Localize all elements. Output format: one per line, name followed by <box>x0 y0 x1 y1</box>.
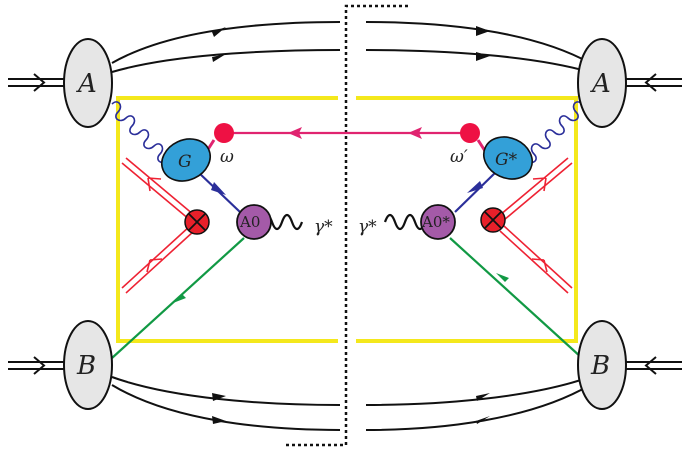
A0-conj-label: A0* <box>421 213 450 231</box>
hadron-blob-B-left: B <box>63 320 113 410</box>
omega-dot-left <box>214 123 234 143</box>
green-line-right <box>449 237 583 359</box>
omega-dot-right <box>460 123 480 143</box>
quark-line-right <box>454 169 499 213</box>
yellow-box-right <box>356 96 578 343</box>
vertex-blob-A0-conj: A0* <box>420 204 456 240</box>
photon-label-right: γ* <box>358 217 377 237</box>
A-left-label: A <box>76 69 97 99</box>
photon-label-left: γ* <box>314 217 333 237</box>
omega-prime-label: ω′ <box>450 147 468 167</box>
B-right-label: B <box>590 351 610 381</box>
spectator-lines-top <box>111 21 591 73</box>
green-arrow-left <box>173 294 186 303</box>
dotted-cut-line <box>284 4 408 447</box>
A-right-label: A <box>590 69 611 99</box>
quark-arrow-left <box>211 182 226 195</box>
hadron-A-incoming-left <box>8 73 66 92</box>
photon-line-right <box>383 213 427 231</box>
hadron-blob-A-right: A <box>577 38 627 128</box>
cross-vertex-right <box>480 207 506 233</box>
gluon-left <box>111 101 169 164</box>
yellow-box-left <box>116 96 338 343</box>
hadron-blob-A-left: A <box>63 38 113 128</box>
G-conj-label: G* <box>495 150 518 170</box>
A0-label: A0 <box>239 213 260 231</box>
quark-arrow-right <box>467 181 483 193</box>
spectator-arrows-top <box>212 26 490 62</box>
omega-label: ω <box>220 147 234 167</box>
magenta-arrow-right <box>408 127 422 139</box>
vertex-blob-A0: A0 <box>236 204 272 240</box>
magenta-arrow-left <box>288 127 302 139</box>
spectator-arrows-bottom <box>212 393 490 424</box>
G-label: G <box>178 152 192 172</box>
soft-blob-G-conj: G* <box>483 136 533 180</box>
green-arrow-right <box>496 273 509 282</box>
red-wilson-lines-right <box>499 157 573 294</box>
spectator-lines-bottom <box>111 376 591 431</box>
B-left-label: B <box>76 351 96 381</box>
hadron-blob-B-right: B <box>577 320 627 410</box>
cross-vertex-left <box>184 209 210 235</box>
soft-blob-G: G <box>161 138 211 182</box>
hadron-B-incoming-right <box>622 356 682 375</box>
red-wilson-lines-left <box>121 157 195 294</box>
gluon-right <box>525 101 583 164</box>
hadron-A-incoming-right <box>622 73 682 92</box>
hadron-B-incoming-left <box>8 356 66 375</box>
